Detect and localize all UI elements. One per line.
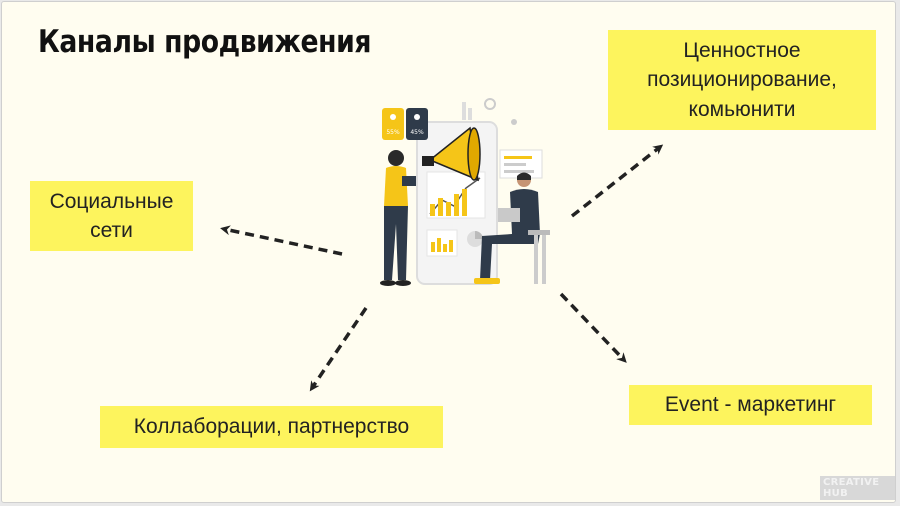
percent-badge-right-text: 45% xyxy=(410,129,424,136)
woman-figure xyxy=(388,150,404,166)
channel-box-collaborations: Коллаборации, партнерство xyxy=(100,406,443,448)
channel-box-value-positioning: Ценностное позиционирование, комьюнити xyxy=(608,30,876,130)
channel-label-social-networks: Социальные сети xyxy=(49,189,174,242)
channel-label-value-positioning: Ценностное позиционирование, комьюнити xyxy=(647,38,837,121)
channel-box-event-marketing: Event - маркетинг xyxy=(629,385,872,425)
channel-label-collaborations: Коллаборации, партнерство xyxy=(133,415,410,439)
percent-badge-right xyxy=(406,108,428,140)
channel-box-social-networks: Социальные сети xyxy=(30,181,193,251)
watermark-logo: CREATIVE HUB xyxy=(820,476,895,500)
channel-label-event-marketing: Event - маркетинг xyxy=(664,393,837,417)
arrow-to-value-positioning xyxy=(570,144,664,218)
arrow-to-social-networks xyxy=(220,225,343,256)
arrow-to-event-marketing xyxy=(559,292,627,363)
slide-title: Каналы продвижения xyxy=(38,24,372,60)
percent-badge-left xyxy=(382,108,404,140)
marketing-illustration: 55% 45% xyxy=(380,98,550,286)
arrow-to-collaborations xyxy=(309,307,368,392)
percent-badge-left-text: 55% xyxy=(386,129,400,136)
